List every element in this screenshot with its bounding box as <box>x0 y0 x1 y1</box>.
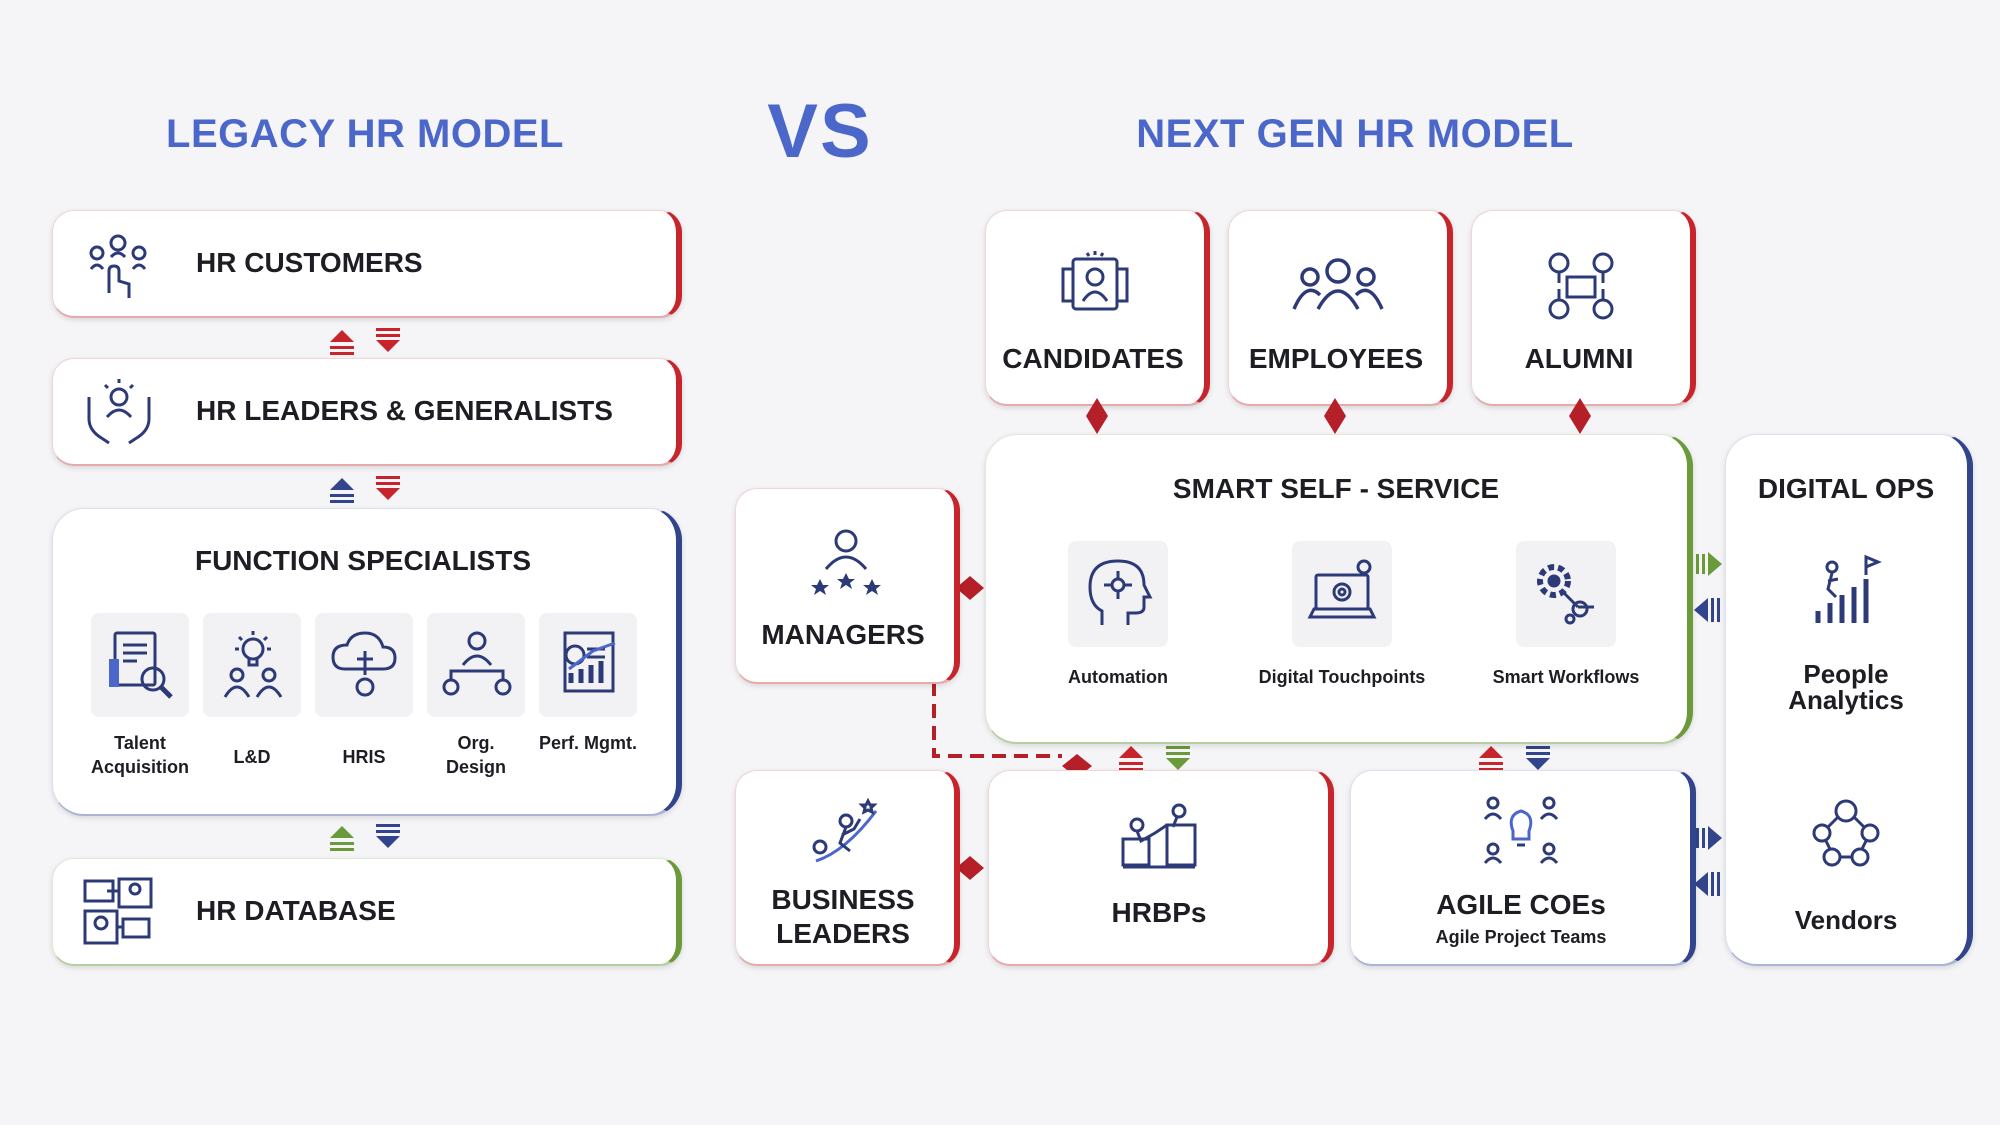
ld-tile <box>203 613 301 717</box>
dashed-connector <box>932 682 1062 758</box>
candidates-card: CANDIDATES <box>985 210 1210 406</box>
manager-rating-icon <box>811 529 881 595</box>
database-profiles-icon <box>83 877 153 945</box>
vendors-network-icon <box>1812 799 1880 867</box>
employees-diamond <box>1324 398 1346 434</box>
smart-self-service-card: SMART SELF - SERVICE Automation Digital … <box>985 434 1693 744</box>
exchange-arrows-3 <box>330 824 400 851</box>
digital-touchpoints-label: Digital Touchpoints <box>1258 667 1426 687</box>
function-specialists-card: FUNCTION SPECIALISTS Talent Acquisition … <box>52 508 682 816</box>
managers-diamond <box>956 576 984 600</box>
ai-head-icon <box>1088 559 1153 625</box>
growth-climb-icon <box>1815 554 1882 623</box>
candidates-label: CANDIDATES <box>1002 343 1184 374</box>
employees-label: EMPLOYEES <box>1248 343 1424 374</box>
employees-group-icon <box>1292 258 1384 310</box>
hr-leaders-card: HR LEADERS & GENERALISTS <box>52 358 682 466</box>
smart-workflows-label: Smart Workflows <box>1492 667 1640 687</box>
laptop-gear-icon <box>1307 559 1377 619</box>
alumni-diamond <box>1569 398 1591 434</box>
automation-label: Automation <box>1068 667 1168 687</box>
up-arrow-icon <box>330 330 354 355</box>
managers-card: MANAGERS <box>735 488 960 684</box>
legacy-title: LEGACY HR MODEL <box>166 112 564 156</box>
cloud-network-icon <box>331 631 397 697</box>
smart-workflows-tile <box>1516 541 1616 647</box>
org-design-tile <box>427 613 525 717</box>
digital-ops-title: DIGITAL OPS <box>1757 473 1935 504</box>
nextgen-title: NEXT GEN HR MODEL <box>1136 112 1574 156</box>
performance-chart-icon <box>563 631 616 693</box>
hris-tile <box>315 613 413 717</box>
alumni-card: ALUMNI <box>1471 210 1696 406</box>
digital-touchpoints-tile <box>1292 541 1392 647</box>
employees-card: EMPLOYEES <box>1228 210 1453 406</box>
exchange-arrows-2 <box>330 476 400 503</box>
perf-mgmt-label: Perf. Mgmt. <box>539 733 638 753</box>
hr-customers-card: HR CUSTOMERS <box>52 210 682 318</box>
candidates-diamond <box>1086 398 1108 434</box>
candidate-profile-icon <box>1061 251 1129 311</box>
hris-label: HRIS <box>342 747 386 767</box>
helping-hand-icon <box>1121 803 1197 869</box>
talent-search-icon <box>109 631 173 699</box>
hr-database-card: HR DATABASE <box>52 858 682 966</box>
hrbps-card: HRBPs <box>988 770 1334 966</box>
talent-acquisition-label: Talent Acquisition <box>91 733 189 778</box>
vs-title: VS <box>767 89 873 174</box>
caring-hands-icon <box>87 379 151 445</box>
business-leaders-card: BUSINESS LEADERS <box>735 770 960 966</box>
managers-label: MANAGERS <box>761 619 925 650</box>
smart-self-service-title: SMART SELF - SERVICE <box>1172 473 1500 504</box>
team-idea-icon <box>1483 796 1559 864</box>
alumni-network-icon <box>1548 252 1614 320</box>
ld-label: L&D <box>233 747 271 767</box>
digital-ops-card: DIGITAL OPS People Analytics Vendors <box>1725 434 1973 966</box>
people-analytics-label: People Analytics <box>1788 659 1904 715</box>
agile-coes-subtitle: Agile Project Teams <box>1435 927 1607 947</box>
hr-leaders-label: HR LEADERS & GENERALISTS <box>196 395 613 426</box>
org-chart-icon <box>442 631 512 696</box>
business-leaders-label: BUSINESS LEADERS <box>771 884 915 949</box>
alumni-label: ALUMNI <box>1524 343 1634 374</box>
business-leaders-diamond <box>956 856 984 880</box>
hr-customers-label: HR CUSTOMERS <box>196 247 423 278</box>
hrbps-label: HRBPs <box>1111 897 1207 928</box>
talent-acquisition-tile <box>91 613 189 717</box>
exchange-arrows-1 <box>330 328 400 355</box>
org-design-label: Org. Design <box>445 733 506 778</box>
automation-tile <box>1068 541 1168 647</box>
workflow-gear-icon <box>1537 564 1594 625</box>
learning-bulb-icon <box>223 631 283 698</box>
agile-coes-title: AGILE COEs <box>1436 889 1606 920</box>
perf-mgmt-tile <box>539 613 637 717</box>
down-arrow-icon <box>376 328 400 352</box>
vendors-label: Vendors <box>1794 905 1898 935</box>
function-specialists-title: FUNCTION SPECIALISTS <box>194 545 531 576</box>
customers-hand-icon <box>89 234 147 298</box>
hr-database-label: HR DATABASE <box>196 895 396 926</box>
agile-coes-card: AGILE COEs Agile Project Teams <box>1350 770 1696 966</box>
leader-success-icon <box>812 797 878 863</box>
